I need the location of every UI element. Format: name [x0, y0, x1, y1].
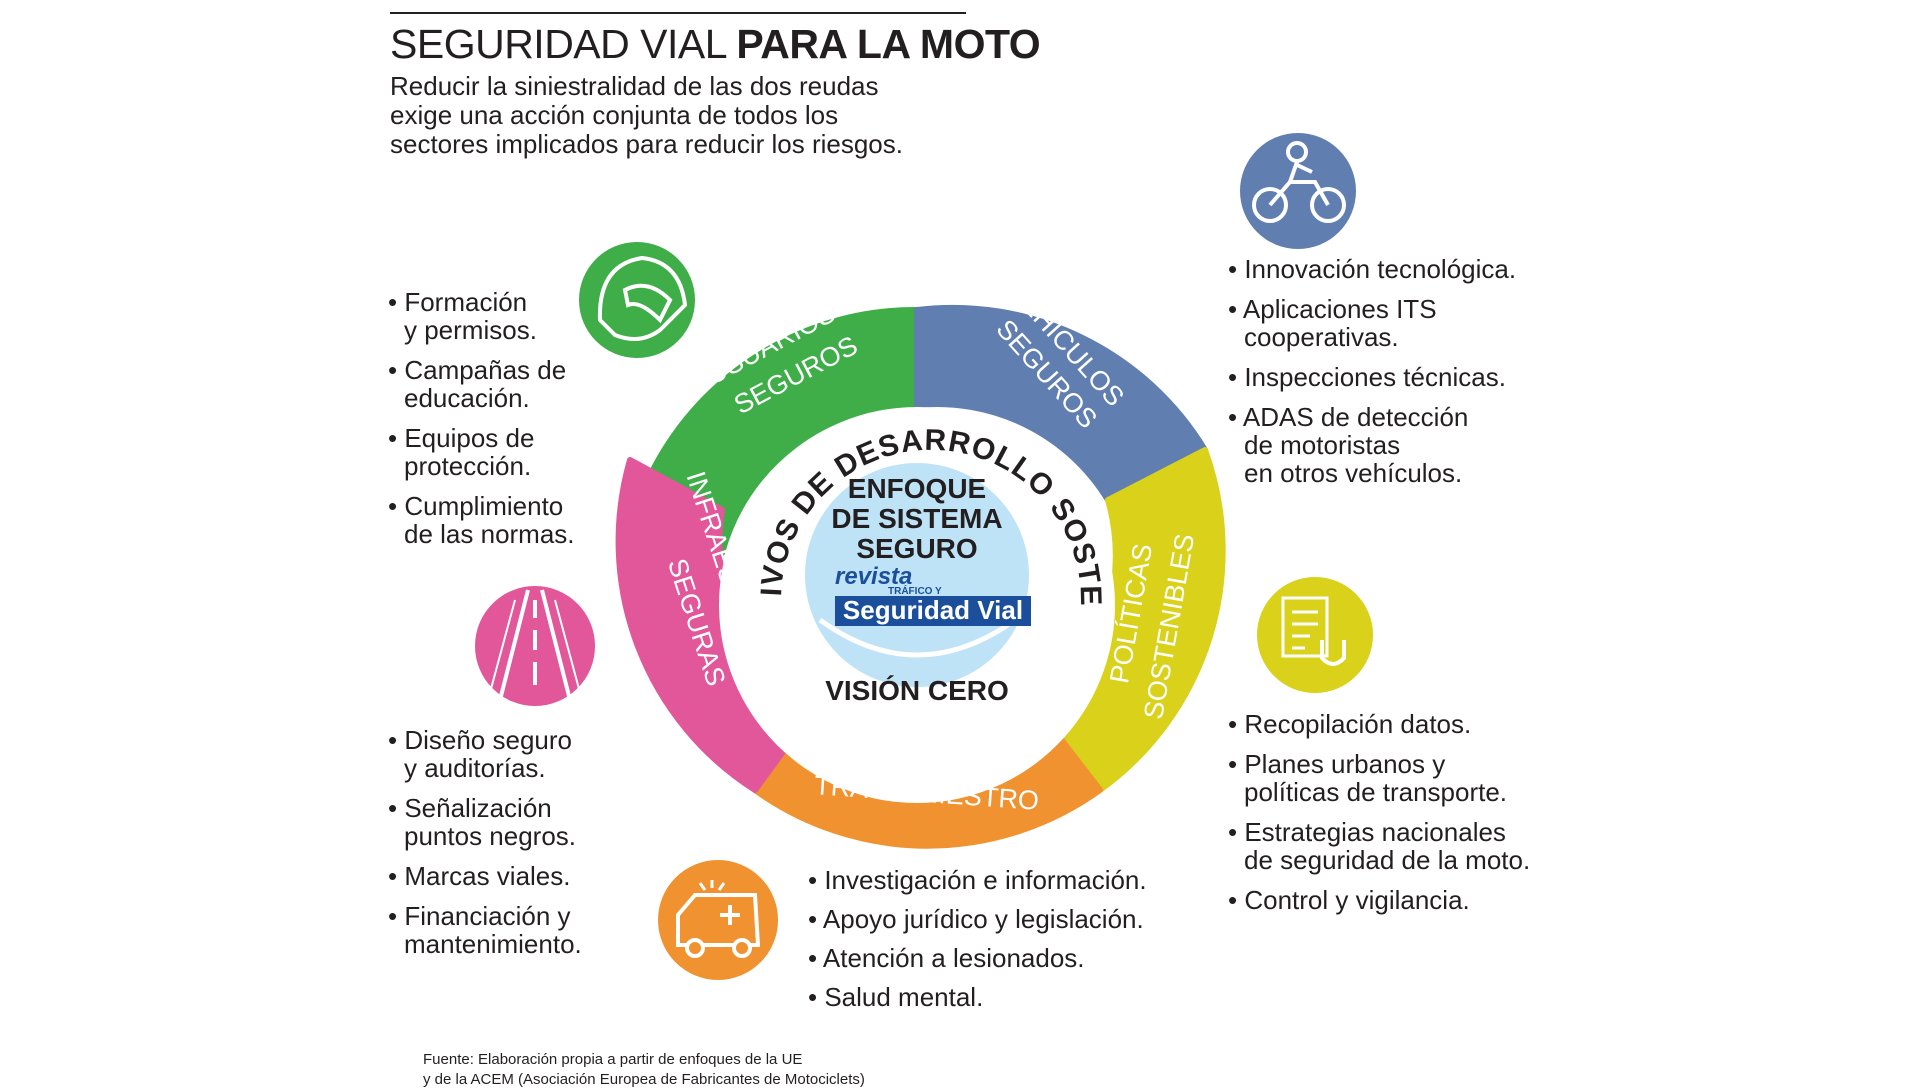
subtitle-line: Reducir la siniestralidad de las dos reu…: [390, 71, 879, 101]
atencion-label-line1: ATENCIÓN: [857, 747, 995, 778]
document-icon: [1257, 577, 1373, 693]
title-bold: PARA LA MOTO: [736, 21, 1041, 67]
source-line: Fuente: Elaboración propia a partir de e…: [423, 1051, 803, 1068]
center-line3: SEGURO: [856, 533, 977, 564]
list-item: • Atención a lesionados.: [808, 943, 1085, 973]
subtitle-line: exige una acción conjunta de todos los: [390, 100, 839, 130]
title-light: SEGURIDAD VIAL: [390, 21, 737, 67]
list-item: • Marcas viales.: [388, 861, 571, 891]
list-item: • Apoyo jurídico y legislación.: [808, 904, 1144, 934]
center-disc: [805, 463, 1029, 687]
title-rule: [390, 12, 966, 14]
motorcycle-icon: [1240, 133, 1356, 249]
list-item: • Investigación e información.: [808, 865, 1147, 895]
page-title: SEGURIDAD VIAL PARA LA MOTO: [390, 18, 1041, 70]
logo-main: Seguridad Vial: [843, 595, 1023, 625]
list-item: • Control y vigilancia.: [1228, 885, 1470, 915]
center-line2: DE SISTEMA: [831, 503, 1002, 534]
list-item: • Innovación tecnológica.: [1228, 254, 1517, 284]
center-swoosh: [818, 617, 1017, 658]
helmet-icon: [579, 242, 695, 358]
list-item: • Recopilación datos.: [1228, 709, 1472, 739]
list-item: • Salud mental.: [808, 982, 984, 1012]
list-atencion: • Investigación e información. • Apoyo j…: [808, 866, 1147, 1022]
list-vehiculos: • Innovación tecnológica. • Aplicaciones…: [1228, 255, 1516, 499]
road-icon: [475, 586, 595, 706]
subtitle-line: sectores implicados para reducir los rie…: [390, 129, 903, 159]
ambulance-icon: [658, 860, 778, 980]
source-line: y de la ACEM (Asociación Europea de Fabr…: [423, 1071, 865, 1088]
center-line1: ENFOQUE: [848, 473, 986, 504]
list-item: • Inspecciones técnicas.: [1228, 362, 1506, 392]
logo-small: TRÁFICO Y: [888, 584, 942, 597]
list-politicas: • Recopilación datos. • Planes urbanos y…: [1228, 710, 1530, 926]
revista-logo: revista TRÁFICO Y Seguridad Vial: [835, 563, 1031, 626]
vision-cero: VISIÓN CERO: [825, 675, 1009, 706]
source-note: Fuente: Elaboración propia a partir de e…: [423, 1050, 865, 1090]
logo-top: revista: [835, 563, 912, 590]
subtitle: Reducir la siniestralidad de las dos reu…: [390, 72, 1010, 159]
